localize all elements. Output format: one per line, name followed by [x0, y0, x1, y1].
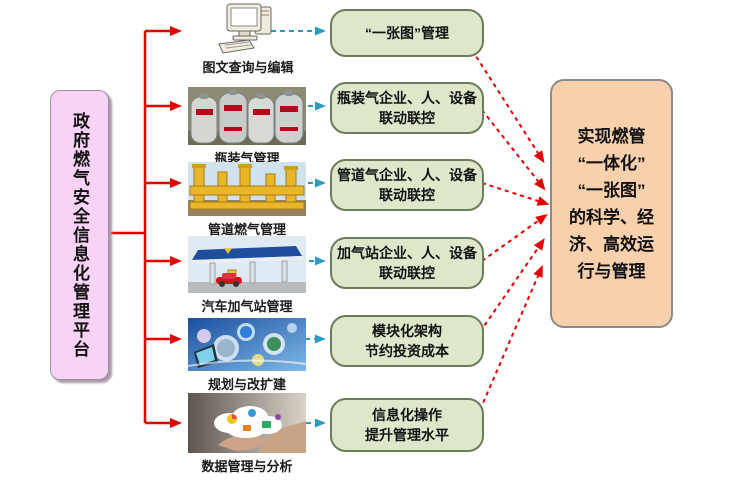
module-label: 数据管理与分析: [201, 459, 293, 474]
outcome-line: 联动联控: [379, 265, 435, 281]
data-cloud-hand-photo: [188, 393, 306, 453]
outcome-line: 瓶装气企业、人、设备: [337, 90, 477, 106]
outcome-line: 信息化操作: [372, 407, 442, 423]
outcome-line: 模块化架构: [372, 323, 442, 339]
outcome-box-one-map: “一张图”管理: [330, 9, 484, 57]
goal-box: 实现燃管 “一体化” “一张图” 的科学、经 济、高效运 行与管理: [550, 79, 673, 328]
platform-box: 政府燃气安全信息化管理平台: [50, 90, 109, 380]
module-pipeline-gas: 管道燃气管理: [186, 162, 308, 238]
desktop-computer-icon: [218, 3, 272, 54]
goal-line: 行与管理: [577, 261, 646, 281]
module-label: 规划与改扩建: [207, 377, 286, 392]
goal-line: “一体化”: [577, 153, 646, 173]
platform-label: 政府燃气安全信息化管理平台: [70, 111, 89, 359]
outcome-line: 节约投资成本: [365, 343, 449, 359]
module-label: 汽车加气站管理: [201, 299, 293, 314]
goal-line: 实现燃管: [577, 126, 646, 146]
module-label: 管道燃气管理: [207, 222, 286, 237]
platform-branch-tree: [107, 26, 182, 428]
outcome-box-pipeline-gas: 管道气企业、人、设备 联动联控: [330, 159, 484, 211]
outcome-box-modular: 模块化架构 节约投资成本: [330, 315, 484, 367]
goal-line: 济、高效运: [569, 234, 654, 254]
goal-line: “一张图”: [577, 180, 646, 200]
module-gas-station: 汽车加气站管理: [186, 236, 308, 315]
gas-station-photo: [188, 236, 306, 293]
module-label: 图文查询与编辑: [202, 60, 294, 75]
red-car-shape: [216, 273, 242, 287]
outcome-line: 加气站企业、人、设备: [337, 245, 477, 261]
outcome-box-gas-station: 加气站企业、人、设备 联动联控: [330, 237, 484, 289]
outcome-box-bottled-gas: 瓶装气企业、人、设备 联动联控: [330, 82, 484, 134]
module-data-analysis: 数据管理与分析: [186, 393, 308, 475]
gas-pipeline-photo: [188, 162, 306, 216]
planning-tech-photo: [188, 318, 306, 371]
outcome-line: 提升管理水平: [365, 427, 449, 443]
outcome-line: 联动联控: [379, 110, 435, 126]
outcome-line: 管道气企业、人、设备: [337, 167, 477, 183]
outcome-line: 联动联控: [379, 187, 435, 203]
outcome-box-informatization: 信息化操作 提升管理水平: [330, 398, 484, 452]
gas-cylinders-photo: [188, 87, 306, 145]
outcome-line: “一张图”管理: [365, 25, 449, 41]
module-query-edit: 图文查询与编辑: [188, 2, 308, 76]
module-planning: 规划与改扩建: [186, 318, 308, 393]
module-bottled-gas: 瓶装气管理: [186, 87, 308, 167]
goal-line: 的科学、经: [569, 207, 654, 227]
